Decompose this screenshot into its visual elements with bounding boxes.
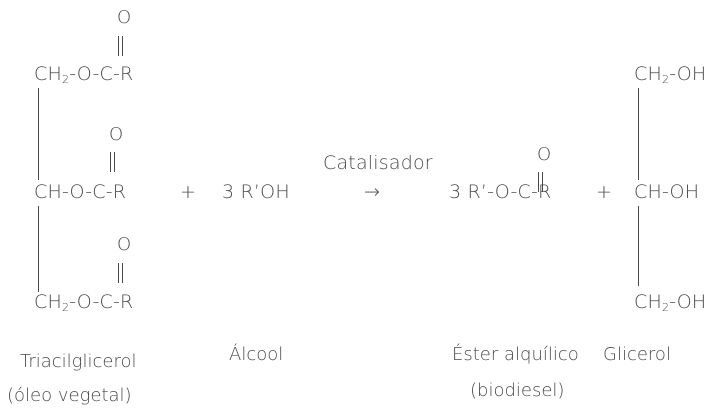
double-bond xyxy=(118,263,123,283)
triglyceride-row2: CH-O-C-R xyxy=(34,181,127,203)
label-glycerol: Glicerol xyxy=(603,344,671,365)
glycerol-row3: CH2-OH xyxy=(634,291,707,314)
plus-sign: + xyxy=(596,181,613,203)
backbone-bond xyxy=(38,206,39,292)
label-alcohol: Álcool xyxy=(229,344,284,365)
double-bond xyxy=(110,152,115,172)
backbone-bond xyxy=(638,206,639,286)
carbonyl-oxygen: O xyxy=(109,124,124,145)
glycerol-row1: CH2-OH xyxy=(634,63,707,86)
carbonyl-oxygen: O xyxy=(117,234,132,255)
label-triglyceride-note: (óleo vegetal) xyxy=(7,385,132,406)
label-ester-note: (biodiesel) xyxy=(470,380,565,401)
double-bond xyxy=(538,172,543,192)
reaction-arrow: → xyxy=(364,181,381,203)
glycerol-row2: CH-OH xyxy=(634,181,700,203)
label-ester: Éster alquílico xyxy=(452,344,579,365)
backbone-bond xyxy=(638,88,639,180)
backbone-bond xyxy=(38,88,39,180)
alcohol-formula: 3 R’OH xyxy=(222,181,290,203)
ester-formula: 3 R’-O-C-R xyxy=(449,181,552,203)
plus-sign: + xyxy=(180,181,197,203)
catalyst-label: Catalisador xyxy=(323,152,433,174)
double-bond xyxy=(118,36,123,56)
triglyceride-row1: CH2-O-C-R xyxy=(34,63,134,86)
carbonyl-oxygen: O xyxy=(537,144,552,165)
label-triglyceride: Triacilglicerol xyxy=(20,351,137,372)
triglyceride-row3: CH2-O-C-R xyxy=(34,291,134,314)
carbonyl-oxygen: O xyxy=(117,7,132,28)
